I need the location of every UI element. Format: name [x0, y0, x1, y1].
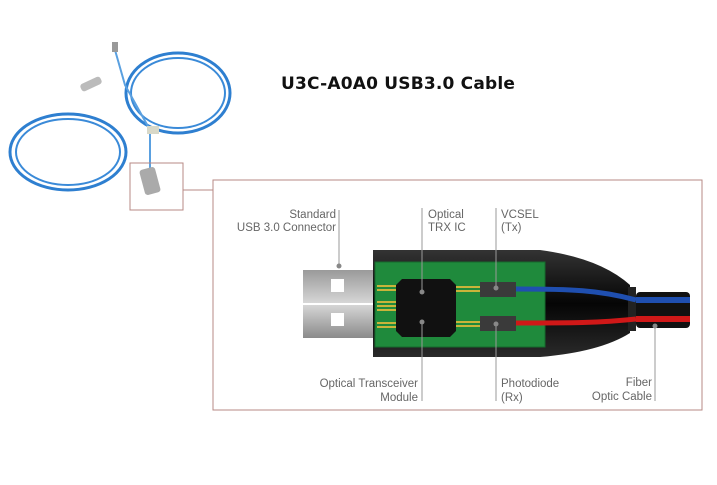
transceiver-ic — [396, 279, 456, 337]
label-trx-ic-1: Optical — [428, 209, 464, 221]
diagram-title: U3C-A0A0 USB3.0 Cable — [281, 74, 516, 94]
label-fiber-1: Fiber — [626, 377, 652, 389]
label-vcsel-1: VCSEL — [501, 209, 539, 221]
tx-fiber — [515, 286, 637, 303]
cable-photo — [8, 42, 232, 195]
label-module-1: Optical Transceiver — [320, 378, 419, 390]
rx-fiber — [515, 316, 637, 326]
label-fiber-2: Optic Cable — [592, 391, 652, 403]
label-vcsel-2: (Tx) — [501, 222, 522, 234]
usb-plug — [303, 270, 377, 338]
label-connector-2: USB 3.0 Connector — [237, 222, 336, 234]
label-connector-1: Standard — [289, 209, 336, 221]
label-photodiode-1: Photodiode — [501, 378, 559, 390]
label-module-2: Module — [380, 392, 418, 404]
label-photodiode-2: (Rx) — [501, 392, 523, 404]
zoom-callout-box — [129, 162, 184, 211]
label-trx-ic-2: TRX IC — [428, 222, 466, 234]
